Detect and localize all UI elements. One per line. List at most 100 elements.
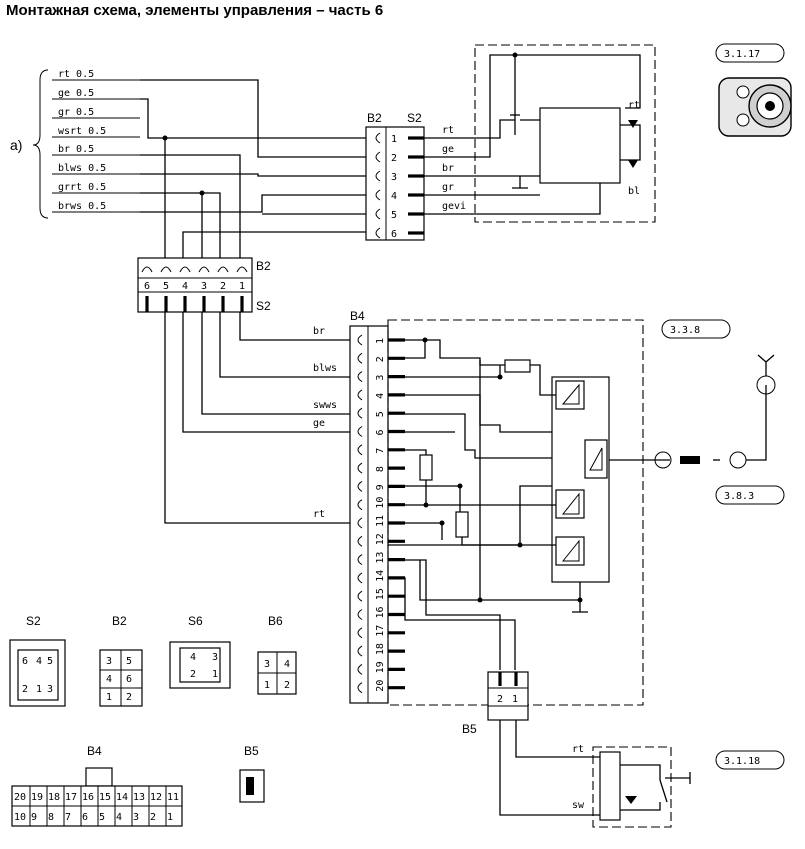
pin-label: 10	[14, 812, 26, 823]
pin-label: 3	[201, 281, 207, 292]
pin-label: 2	[22, 684, 28, 695]
pin-label: 12	[375, 533, 386, 545]
pin-label: 6	[375, 429, 386, 435]
pin-label: 2	[220, 281, 226, 292]
pin-label: 3	[264, 659, 270, 670]
pin-label: 4	[116, 812, 122, 823]
wire-label: ge	[313, 418, 325, 429]
connector-label: B5	[462, 722, 477, 736]
ref-tag: 3.1.18	[724, 756, 760, 767]
socket-mark	[236, 266, 248, 273]
wire-label: gr	[442, 182, 454, 193]
pin-label: 5	[391, 210, 397, 221]
ref-tag: 3.1.17	[724, 49, 760, 60]
pin-label: 6	[22, 656, 28, 667]
pin-label: 9	[375, 484, 386, 490]
connector-label: B2	[256, 259, 271, 273]
socket-mark	[357, 426, 363, 437]
socket-mark	[357, 334, 363, 346]
pin-label: 1	[106, 692, 112, 703]
pin-label: 2	[375, 356, 386, 362]
mid-to-b4-wiring: br blws swws ge rt	[164, 312, 355, 524]
pin-label: 18	[375, 643, 386, 655]
pin-label: 1	[264, 680, 270, 691]
reference-tags: 3.1.17 3.3.8 3.8.3 3.1.18	[661, 43, 785, 770]
pin-label: 4	[182, 281, 188, 292]
pin-label: 3	[133, 812, 139, 823]
pin-label: 12	[150, 792, 162, 803]
bundle-routing	[140, 79, 373, 260]
page-title: Монтажная схема, элементы управления – ч…	[6, 2, 384, 19]
pin-label: 1	[512, 694, 518, 705]
socket-mark	[375, 151, 381, 163]
legend-b2: B2 3 5 6 1 2 4	[99, 614, 143, 707]
pin-label: 15	[375, 588, 386, 600]
pin-label: 4	[190, 652, 196, 663]
socket-mark	[357, 609, 363, 620]
pin-label: 4	[391, 191, 397, 202]
socket-mark	[198, 266, 210, 273]
wire-label: rt 0.5	[58, 69, 94, 80]
pin-label: 11	[167, 792, 179, 803]
socket-mark	[357, 572, 363, 584]
left-wire-bundle: a) rt 0.5 ge 0.5 gr 0.5 wsrt 0.5 br 0.5 …	[10, 69, 140, 219]
wire-label: blws	[313, 363, 337, 374]
pin-label: 5	[163, 281, 169, 292]
socket-mark	[357, 535, 363, 547]
rotary-switch-picture	[718, 77, 792, 137]
pin-label: 5	[99, 812, 105, 823]
wire-label: sw	[572, 800, 585, 811]
socket-mark	[160, 266, 172, 273]
legend-label: S6	[188, 614, 203, 628]
wire-label: blws 0.5	[58, 163, 106, 174]
wire-label: rt	[572, 744, 584, 755]
bundle-marker: a)	[10, 137, 22, 153]
pin-label: 17	[375, 625, 386, 637]
pin-label: 3	[375, 375, 386, 381]
lamp-label: rt	[628, 100, 640, 111]
pin-label: 8	[48, 812, 54, 823]
legend-label: S2	[26, 614, 41, 628]
socket-mark	[357, 444, 363, 456]
pin-label: 6	[126, 674, 132, 685]
wire-label: rt	[442, 125, 454, 136]
pin-label: 20	[14, 792, 26, 803]
socket-mark	[357, 645, 363, 657]
pin-label: 16	[82, 792, 94, 803]
socket-mark	[357, 462, 363, 474]
wire-label: grrt 0.5	[58, 182, 106, 193]
socket-mark	[357, 682, 363, 694]
pin-label: 2	[190, 669, 196, 680]
connector-label: S2	[407, 111, 422, 125]
pin-label: 5	[126, 656, 132, 667]
pin-label: 4	[106, 674, 112, 685]
wire-label: br 0.5	[58, 144, 94, 155]
pin-label: 1	[212, 669, 218, 680]
socket-mark	[357, 352, 363, 364]
legend-label: B6	[268, 614, 283, 628]
pin-label: 13	[133, 792, 145, 803]
socket-mark	[357, 480, 363, 492]
pin-label: 1	[375, 338, 386, 344]
pin-label: 7	[65, 812, 71, 823]
b4-control-module	[387, 319, 776, 706]
socket-mark	[357, 517, 363, 529]
legend-b5: B5	[239, 744, 265, 803]
socket-mark	[357, 590, 363, 602]
pin-label: 6	[144, 281, 150, 292]
socket-mark	[141, 266, 153, 273]
lamp-label: bl	[628, 186, 640, 197]
socket-mark	[217, 266, 229, 273]
pin-label: 6	[391, 229, 397, 240]
socket-mark	[357, 499, 363, 511]
pin-label: 16	[375, 606, 386, 618]
pin-label: 6	[82, 812, 88, 823]
socket-mark	[179, 266, 191, 273]
pin-label: 3	[212, 652, 218, 663]
pin-label: 4	[375, 393, 386, 399]
bottom-switch-module	[592, 746, 691, 828]
